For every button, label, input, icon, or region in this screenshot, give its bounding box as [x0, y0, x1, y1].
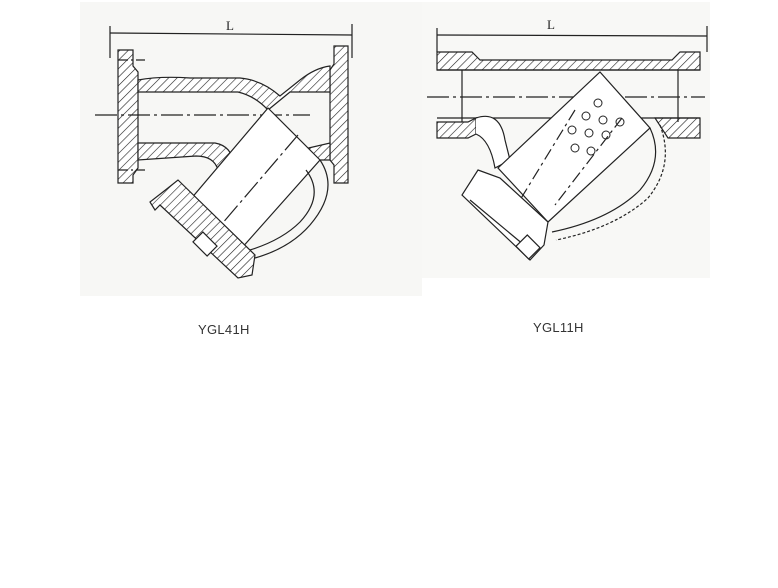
screen-holes — [567, 98, 625, 156]
left-flange — [117, 49, 139, 184]
ygl11h-drawing — [427, 26, 708, 261]
ygl41h-drawing — [95, 24, 353, 279]
caption-ygl41h: YGL41H — [198, 322, 250, 337]
dimension-label-left: L — [226, 18, 234, 33]
dimension-label-right: L — [547, 17, 555, 32]
dimension-line-right — [436, 34, 708, 37]
right-flange — [329, 45, 349, 184]
left-cap — [149, 179, 256, 279]
dimension-line-left — [109, 32, 353, 36]
caption-ygl11h: YGL11H — [533, 320, 584, 335]
